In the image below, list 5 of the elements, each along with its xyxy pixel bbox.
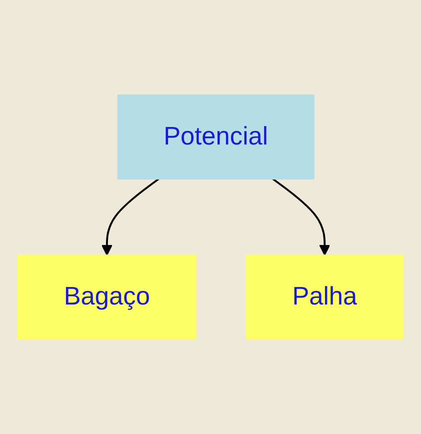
- node-box: Palha: [246, 254, 404, 340]
- arrow: [272, 178, 330, 256]
- node-box: Bagaço: [18, 254, 196, 340]
- arrow: [101, 178, 160, 256]
- node-box: Potencial: [117, 94, 314, 180]
